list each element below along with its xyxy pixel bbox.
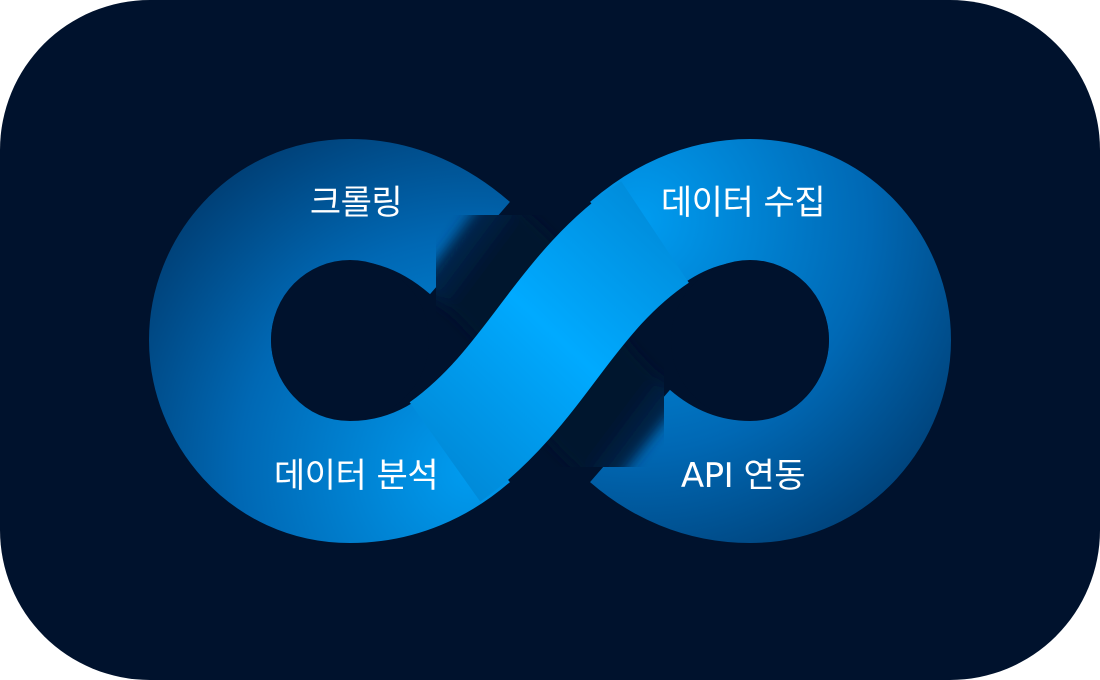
label-api-integration: API 연동 bbox=[680, 456, 806, 496]
left-lobe bbox=[148, 138, 510, 544]
label-crawling: 크롤링 bbox=[309, 183, 403, 223]
front-arm bbox=[408, 181, 690, 502]
right-hole bbox=[671, 260, 829, 420]
label-data-analysis: 데이터 분석 bbox=[273, 456, 439, 496]
label-data-collection: 데이터 수집 bbox=[660, 183, 826, 223]
left-hole bbox=[271, 260, 429, 420]
right-lobe bbox=[590, 138, 952, 544]
